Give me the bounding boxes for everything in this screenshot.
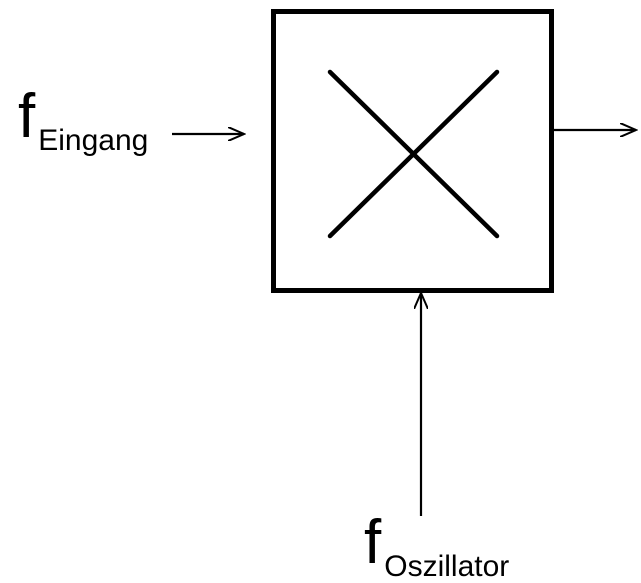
input-frequency-subscript: Eingang xyxy=(38,124,149,157)
oscillator-frequency-symbol: f xyxy=(364,508,382,577)
oscillator-frequency-subscript: Oszillator xyxy=(384,550,510,583)
multiply-cross-icon xyxy=(327,69,500,239)
input-frequency-symbol: f xyxy=(18,82,36,151)
